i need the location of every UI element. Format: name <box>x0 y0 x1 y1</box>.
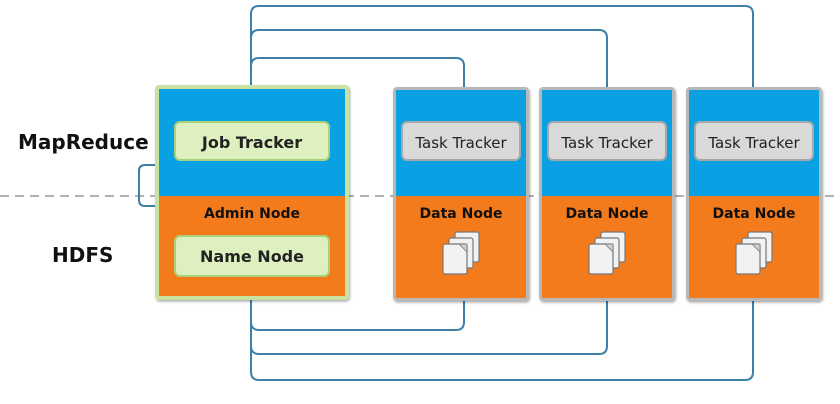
hdfs-layer-label: HDFS <box>52 243 114 267</box>
admin-bracket <box>138 164 160 207</box>
task-tracker-box-3[interactable]: Task Tracker <box>694 121 814 161</box>
task-tracker-box-1[interactable]: Task Tracker <box>401 121 521 161</box>
data-node-label: Data Node <box>420 206 503 222</box>
data-node-label: Data Node <box>713 206 796 222</box>
name-to-data-connector-3 <box>250 273 760 381</box>
admin-node: Job Tracker Admin Node Name Node <box>155 85 349 300</box>
job-to-task-connector-3 <box>250 5 760 122</box>
job-tracker-box[interactable]: Job Tracker <box>174 121 330 161</box>
job-tracker-label: Job Tracker <box>201 133 302 152</box>
name-node-box[interactable]: Name Node <box>174 235 330 277</box>
task-tracker-label: Task Tracker <box>560 134 653 152</box>
task-tracker-label: Task Tracker <box>414 134 507 152</box>
stacked-document-icon <box>442 231 480 275</box>
mapreduce-layer-label: MapReduce <box>18 130 149 154</box>
task-tracker-label: Task Tracker <box>707 134 800 152</box>
stacked-document-icon <box>588 231 626 275</box>
name-node-label: Name Node <box>200 247 304 266</box>
data-node-label: Data Node <box>566 206 649 222</box>
stacked-document-icon <box>735 231 773 275</box>
task-tracker-box-2[interactable]: Task Tracker <box>547 121 667 161</box>
admin-node-label: Admin Node <box>204 206 300 222</box>
